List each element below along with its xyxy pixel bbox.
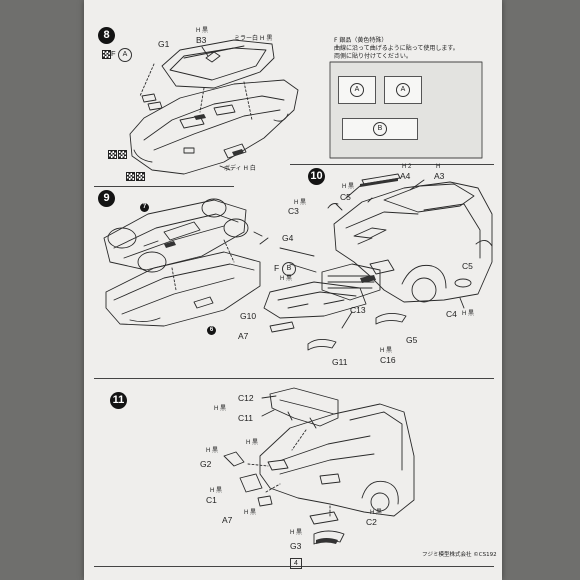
label-c12: C12 bbox=[238, 393, 254, 403]
label-a3: A3 bbox=[434, 171, 445, 181]
label-g1: G1 bbox=[158, 39, 170, 49]
part-7-marker: 7 bbox=[140, 203, 149, 212]
checker-flag-icon bbox=[102, 50, 111, 59]
checker-flag-icon bbox=[136, 172, 145, 181]
label-c1: C1 bbox=[206, 495, 217, 505]
decal-a-circle: A bbox=[350, 83, 364, 97]
decal-note-line1: F 銀品（黄色特殊） bbox=[334, 37, 388, 44]
label-c2: C2 bbox=[366, 517, 377, 527]
step-11-number: 11 bbox=[110, 392, 127, 409]
decal-a-circle: A bbox=[118, 48, 132, 62]
label-h-c1: H 黒 bbox=[210, 488, 223, 494]
checker-flag-icon bbox=[126, 172, 135, 181]
step10-drawing bbox=[253, 173, 493, 351]
label-a4: A4 bbox=[400, 171, 411, 181]
divider-8-9 bbox=[94, 186, 234, 187]
decal-b-circle: B bbox=[282, 262, 296, 276]
label-c5-top: C5 bbox=[340, 192, 351, 202]
label-h2: H 2 bbox=[402, 164, 412, 170]
label-c5-right: C5 bbox=[462, 261, 473, 271]
label-h-c5: H 黒 bbox=[342, 184, 355, 190]
label-g5: G5 bbox=[406, 335, 418, 345]
label-c11: C11 bbox=[238, 413, 253, 423]
label-h-g3: H 黒 bbox=[290, 530, 303, 536]
divider-8-10 bbox=[290, 164, 494, 165]
step9-drawing bbox=[103, 198, 261, 327]
instruction-sheet: 8 F A G1 H 黒 B3 ミラー白 H 黒 ボディ H 白 F 銀品（黄色… bbox=[84, 0, 502, 580]
label-h-c3: H 黒 bbox=[294, 200, 307, 206]
step-10-number: 10 bbox=[308, 168, 325, 185]
label-a7: A7 bbox=[238, 331, 249, 341]
decal-a-left: A bbox=[338, 76, 376, 104]
label-c16: C16 bbox=[380, 355, 396, 365]
label-h-top-11: H 黒 bbox=[246, 440, 259, 446]
label-h-c16: H 黒 bbox=[380, 348, 393, 354]
decal-a-right: A bbox=[384, 76, 422, 104]
label-f: F bbox=[111, 49, 116, 58]
part-6-marker: 6 bbox=[207, 326, 216, 335]
step8-drawing bbox=[129, 39, 299, 175]
label-c13: C13 bbox=[350, 305, 366, 315]
label-h-c2: H 黒 bbox=[370, 510, 383, 516]
label-g4: G4 bbox=[282, 233, 294, 243]
label-g10: G10 bbox=[240, 311, 257, 321]
footer-divider bbox=[94, 566, 494, 567]
decal-a-circle: A bbox=[396, 83, 410, 97]
label-h-g2: H 黒 bbox=[206, 448, 219, 454]
page-number: 4 bbox=[290, 558, 302, 569]
checker-flag-icon bbox=[108, 150, 117, 159]
label-h-top: H 黒 bbox=[196, 28, 209, 34]
step-8-number: 8 bbox=[98, 27, 115, 44]
step11-drawing bbox=[223, 387, 415, 545]
label-h-g4: H 黒 bbox=[280, 276, 293, 282]
label-body: ボディ H 白 bbox=[224, 165, 256, 172]
line-art-drawings bbox=[103, 39, 493, 545]
label-c4: C4 bbox=[446, 309, 457, 319]
decal-note-line2: 曲線に沿って曲げるように貼って使用します。 bbox=[334, 45, 459, 52]
divider-10-11 bbox=[94, 378, 494, 379]
checker-flag-icon bbox=[118, 150, 127, 159]
decal-note-line3: 両側に貼り付けてください。 bbox=[334, 53, 412, 60]
label-a7-rear: A7 bbox=[222, 515, 233, 525]
label-b3: B3 bbox=[196, 35, 207, 45]
label-mirror: ミラー白 H 黒 bbox=[234, 35, 273, 42]
label-h-a7: H 黒 bbox=[244, 510, 257, 516]
step-9-number: 9 bbox=[98, 190, 115, 207]
footer-copyright: フジミ模型株式会社 ©CS192 bbox=[422, 552, 497, 558]
label-g3: G3 bbox=[290, 541, 302, 551]
decal-b-circle: B bbox=[373, 122, 387, 136]
label-h-c11: H 黒 bbox=[214, 406, 227, 412]
label-g11: G11 bbox=[332, 357, 348, 367]
label-h-a3: H bbox=[436, 164, 441, 170]
decal-b: B bbox=[342, 118, 418, 140]
label-c3: C3 bbox=[288, 206, 299, 216]
label-h-c4: H 黒 bbox=[462, 311, 475, 317]
label-f-b: F bbox=[274, 263, 280, 273]
label-g2: G2 bbox=[200, 459, 212, 469]
